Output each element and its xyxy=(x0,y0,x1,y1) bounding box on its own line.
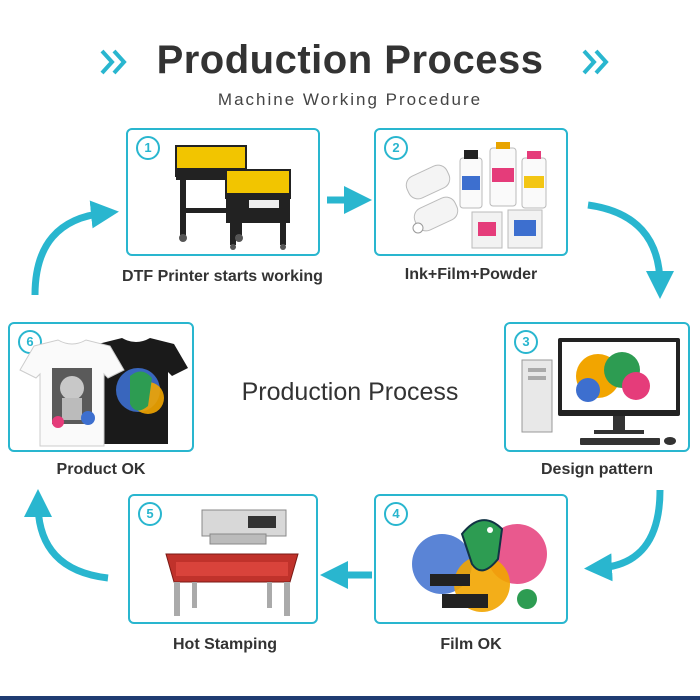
step-1-card: 1 xyxy=(126,128,320,256)
footer-bar xyxy=(0,696,700,700)
step-2-card: 2 xyxy=(374,128,568,256)
heat-press-image xyxy=(165,509,299,616)
dtf-printer-image xyxy=(175,145,291,250)
step-4-card: 4 xyxy=(374,494,568,624)
page-subtitle: Machine Working Procedure xyxy=(217,90,483,109)
computer-design-image xyxy=(521,338,680,445)
step-2-label: Ink+Film+Powder xyxy=(404,266,538,283)
step-5-label: Hot Stamping xyxy=(173,636,277,653)
step-1-label: DTF Printer starts working xyxy=(122,268,323,285)
step-number-badge: 5 xyxy=(138,502,162,526)
step-6-card: 6 xyxy=(8,322,194,452)
step-3-card: 3 xyxy=(504,322,690,452)
ink-film-powder-image xyxy=(405,142,547,249)
double-chevron-left-icon xyxy=(100,49,127,75)
center-title: Production Process xyxy=(241,378,459,406)
step-number-badge: 4 xyxy=(384,502,408,526)
page-title: Production Process xyxy=(156,38,544,82)
printed-tshirts-image xyxy=(19,338,188,447)
step-number-badge: 3 xyxy=(514,330,538,354)
arrow-step6-to-step1 xyxy=(31,200,119,296)
step-3-label: Design pattern xyxy=(540,461,653,478)
arrow-step5-to-step6 xyxy=(24,489,109,582)
step-6-label: Product OK xyxy=(56,461,146,478)
step-number-badge: 2 xyxy=(384,136,408,160)
step-4-label: Film OK xyxy=(440,636,502,653)
step-5-card: 5 xyxy=(128,494,318,624)
arrow-step3-to-step4 xyxy=(584,489,664,582)
arrow-step2-to-step3 xyxy=(587,201,674,299)
double-chevron-right-icon xyxy=(582,49,609,75)
step-number-badge: 1 xyxy=(136,136,160,160)
printed-film-image xyxy=(412,519,547,612)
